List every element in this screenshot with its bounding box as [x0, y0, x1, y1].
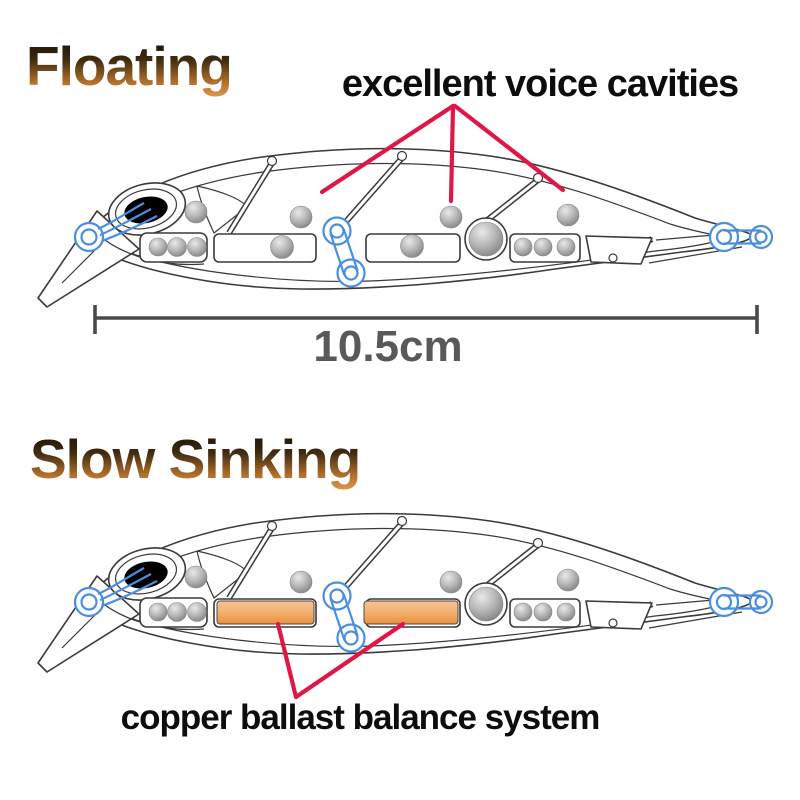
floating-extra-ball-bearings [270, 234, 424, 259]
ballast-pointer-lines [275, 621, 406, 700]
floating-title: Floating [26, 35, 233, 97]
ballast-label: copper ballast balance system [120, 698, 601, 737]
voice-cavities-label: excellent voice cavities [341, 63, 739, 105]
copper-ballast-bar [216, 600, 315, 625]
copper-ballast-bar [363, 600, 459, 625]
length-dimension-line [93, 305, 759, 334]
floating-lure-illustration [38, 149, 772, 307]
length-label: 10.5cm [313, 322, 463, 371]
slow-sinking-title: Slow Sinking [30, 428, 361, 490]
sinking-lure-illustration [38, 514, 772, 672]
voice-cavity-pointer-lines [319, 103, 566, 204]
